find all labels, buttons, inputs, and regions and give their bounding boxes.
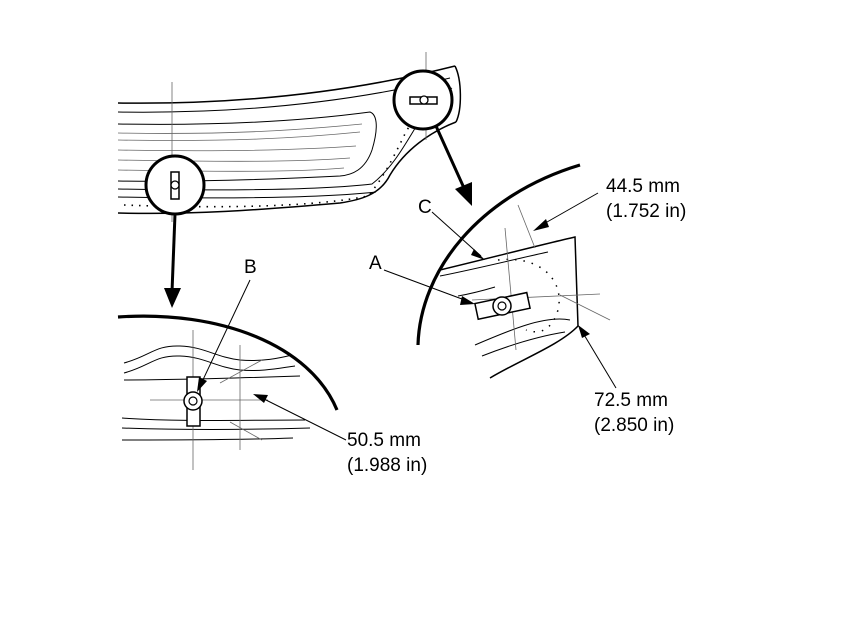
dimension-50-5-mm: 50.5 mm xyxy=(347,430,421,451)
dimension-50-5: 50.5 mm (1.988 in) xyxy=(253,394,427,476)
detail-view-right xyxy=(416,163,611,379)
dimension-44-5-mm: 44.5 mm xyxy=(606,176,680,197)
dimension-44-5-in: (1.752 in) xyxy=(606,201,686,222)
callout-a: A xyxy=(369,253,475,305)
detail-circle-b-small xyxy=(144,154,206,216)
dimension-50-5-in: (1.988 in) xyxy=(347,455,427,476)
dimension-44-5: 44.5 mm (1.752 in) xyxy=(533,176,686,231)
dimension-72-5: 72.5 mm (2.850 in) xyxy=(578,325,674,436)
detail-arrow-right xyxy=(434,125,472,206)
callout-a-label: A xyxy=(369,253,382,274)
detail-view-left xyxy=(117,314,339,470)
callout-b-label: B xyxy=(244,257,257,278)
detail-arrow-left xyxy=(164,213,181,308)
callout-c: C xyxy=(418,197,485,260)
dimension-72-5-mm: 72.5 mm xyxy=(594,390,668,411)
callout-b: B xyxy=(197,257,257,392)
callout-c-label: C xyxy=(418,197,432,218)
dimension-72-5-in: (2.850 in) xyxy=(594,415,674,436)
detail-circle-a-small xyxy=(392,69,454,131)
